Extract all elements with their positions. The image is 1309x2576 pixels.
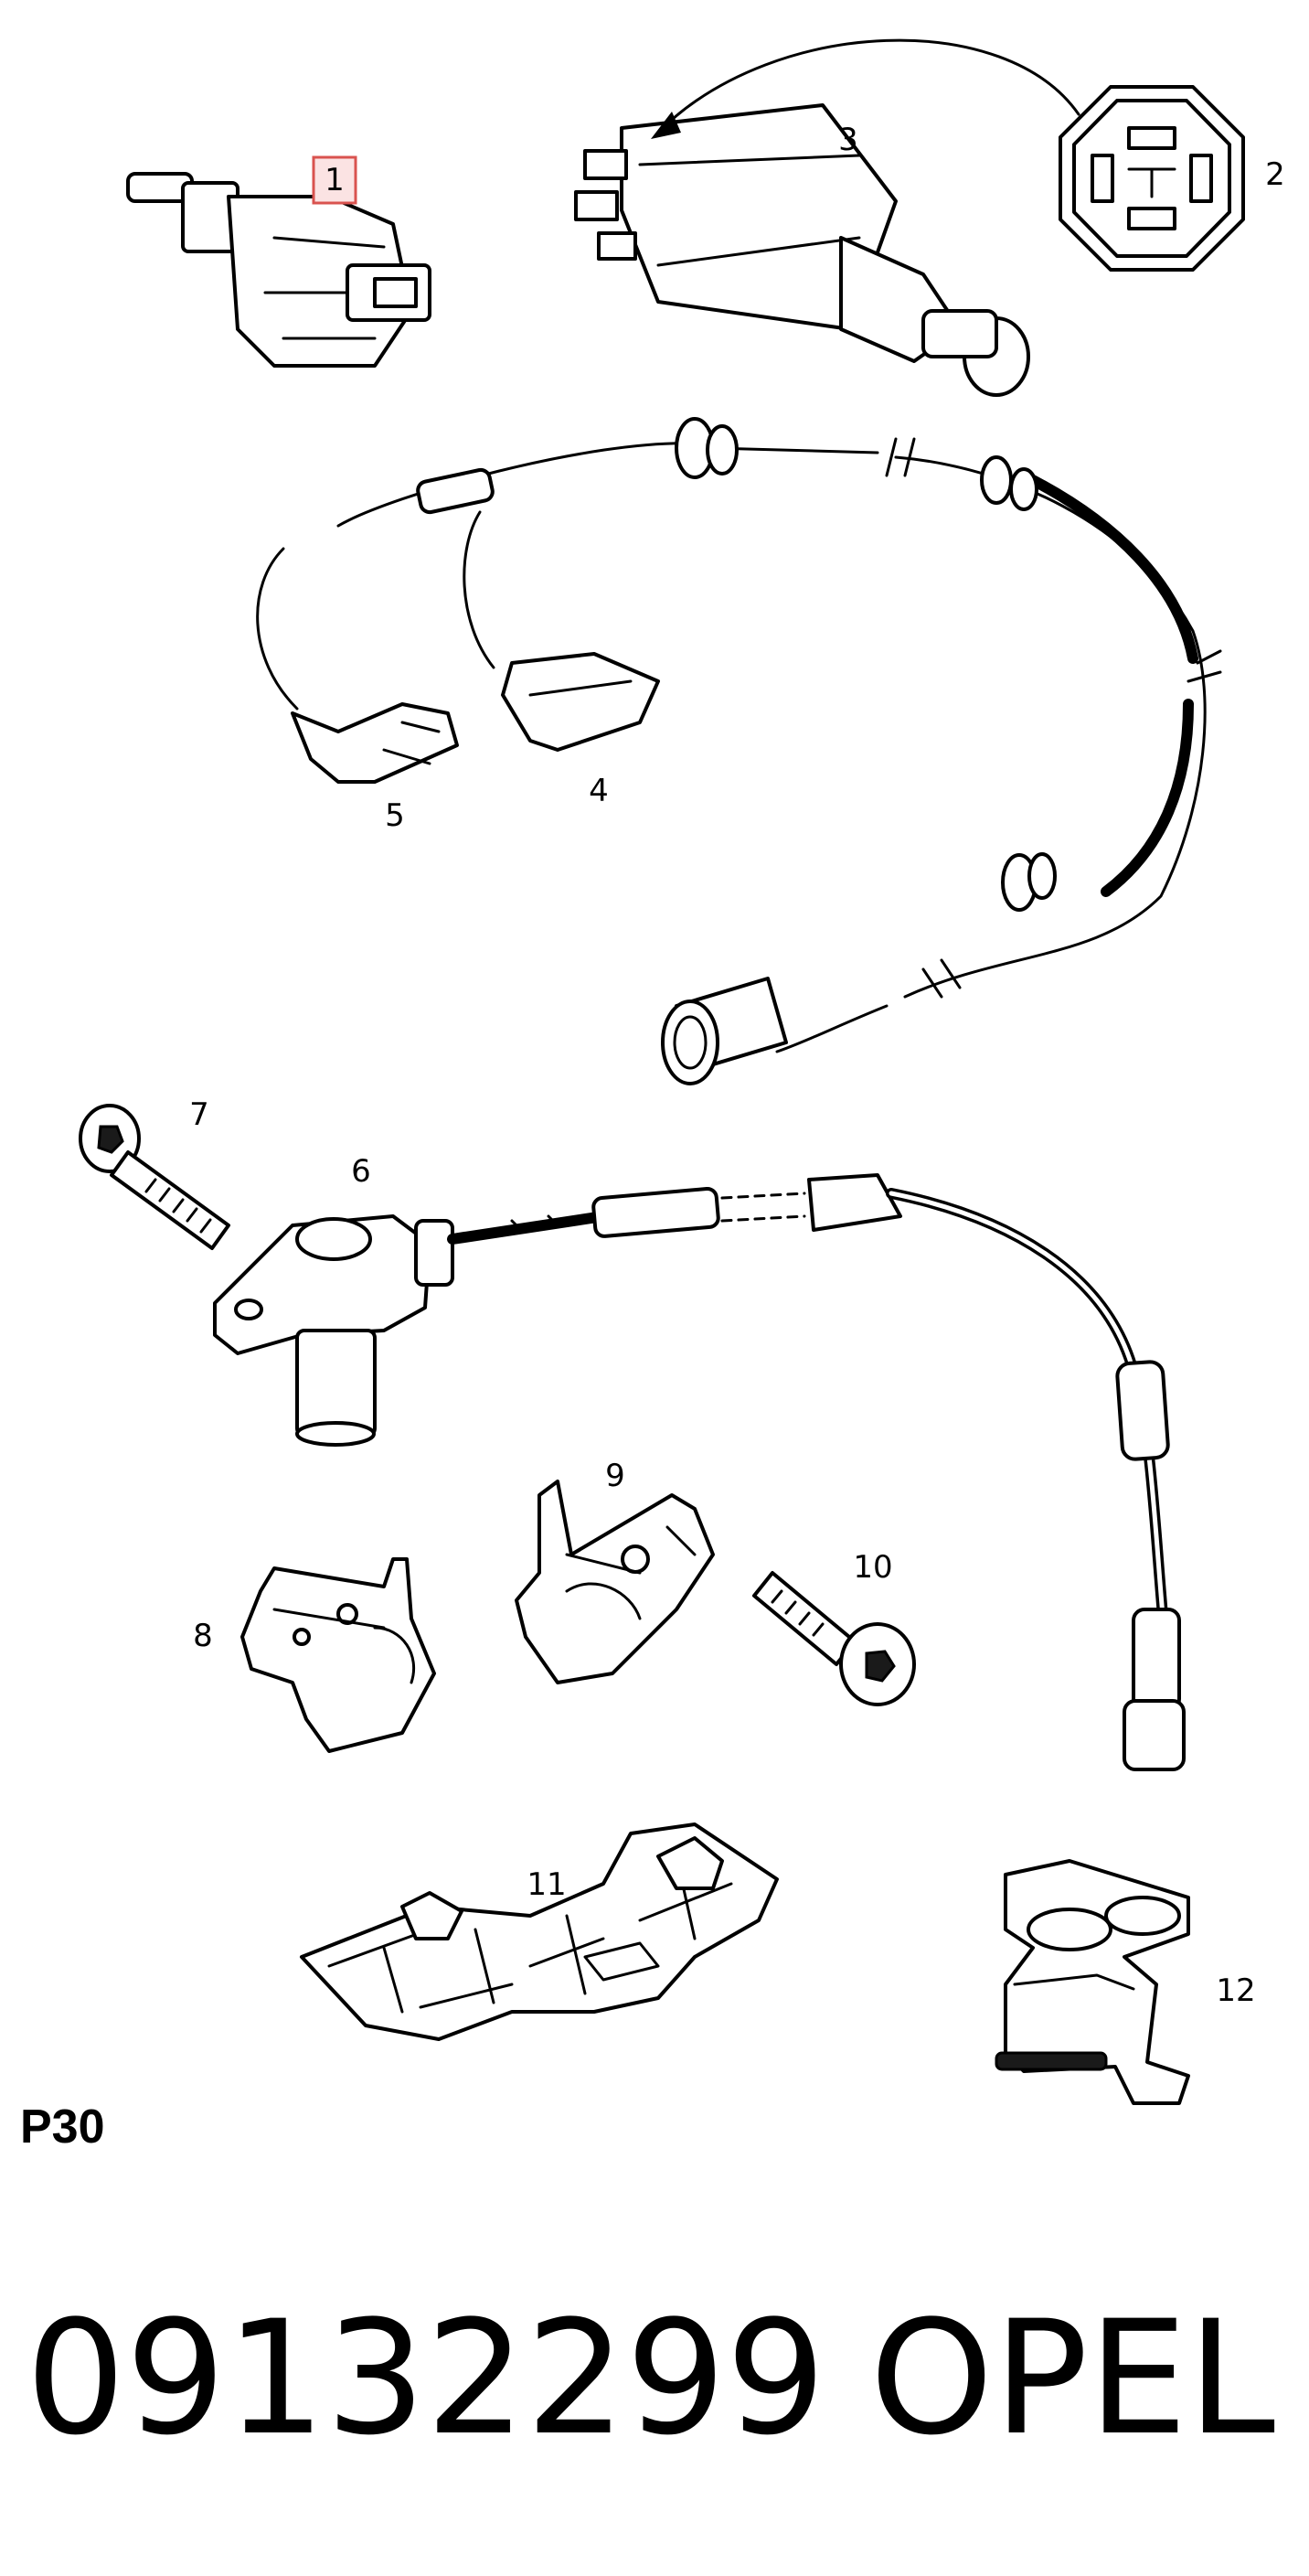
page-code: P30 [20, 2100, 105, 2154]
part-12-clip[interactable] [995, 1859, 1190, 2105]
part-7-bolt[interactable] [79, 1104, 230, 1250]
callout-7-label[interactable]: 7 [189, 1096, 209, 1133]
part-8-bracket[interactable] [240, 1557, 436, 1753]
part-3-switch[interactable] [574, 103, 1030, 397]
part-6-sensor[interactable] [213, 1173, 1186, 1771]
callout-2-label[interactable]: 2 [1265, 156, 1285, 193]
callout-3-label[interactable]: 3 [838, 122, 858, 158]
part-11-carrier[interactable] [300, 1822, 779, 2041]
part-10-bolt[interactable] [752, 1571, 916, 1706]
part-9-bracket[interactable] [515, 1480, 715, 1684]
callout-5-label[interactable]: 5 [385, 797, 405, 834]
wiring-harness[interactable] [336, 417, 1222, 1085]
part-1-brake-light-switch[interactable] [126, 172, 431, 368]
part-2-connector-face[interactable] [1059, 85, 1245, 272]
callout-11-label[interactable]: 11 [527, 1866, 566, 1903]
part-5-connector[interactable] [256, 547, 459, 784]
callout-4-label[interactable]: 4 [589, 773, 609, 809]
callout-8-label[interactable]: 8 [193, 1618, 213, 1654]
connector-arrow [651, 38, 1080, 139]
callout-6-label[interactable]: 6 [351, 1153, 371, 1190]
part-4-connector[interactable] [463, 510, 660, 752]
brand-name: OPEL [869, 2286, 1275, 2470]
callout-1-label: 1 [325, 162, 345, 198]
callout-9-label[interactable]: 9 [605, 1458, 625, 1494]
callout-10-label[interactable]: 10 [853, 1549, 892, 1586]
callout-12-label[interactable]: 12 [1216, 1972, 1255, 2009]
part-number: 09132299 [26, 2286, 825, 2470]
callout-1[interactable]: 1 [312, 155, 357, 205]
